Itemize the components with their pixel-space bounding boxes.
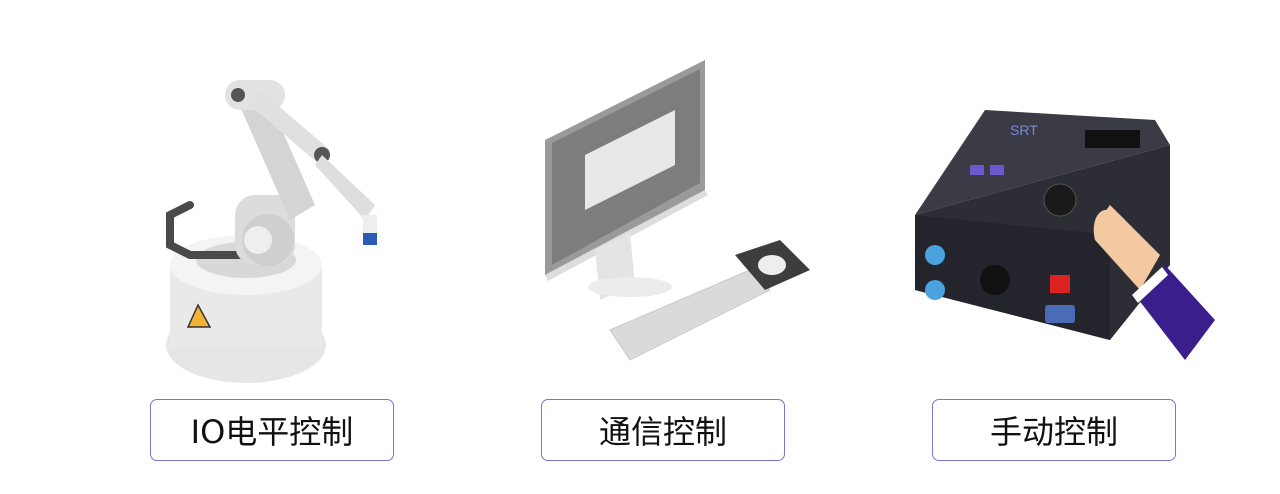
manual-control-button[interactable]: 手动控制 [932, 399, 1176, 461]
manual-control-label: 手动控制 [989, 413, 1118, 451]
communication-control-label: 通信控制 [598, 413, 727, 451]
robot-arm-icon [166, 80, 377, 383]
controller-icon: SRT [915, 110, 1215, 360]
computer-icon [545, 60, 810, 361]
brand-logo: SRT [1010, 122, 1038, 138]
io-level-control-button[interactable]: IO电平控制 [150, 399, 394, 461]
communication-control-button[interactable]: 通信控制 [541, 399, 785, 461]
io-level-control-label: IO电平控制 [190, 413, 354, 451]
